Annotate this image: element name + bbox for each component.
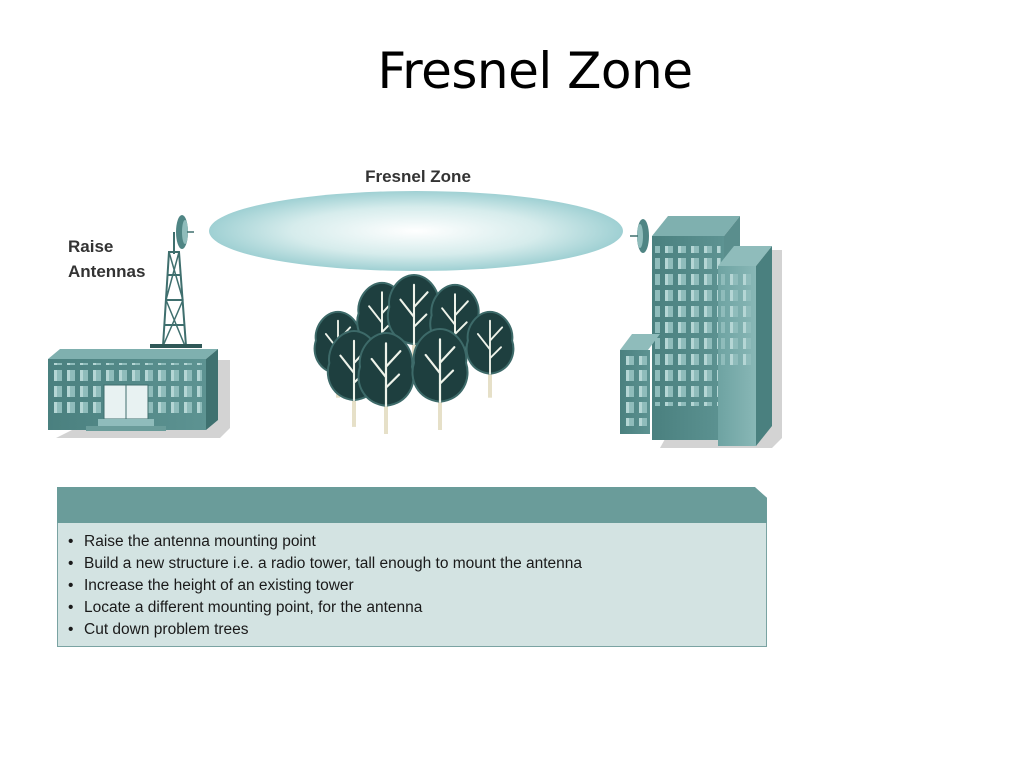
tree-icon bbox=[465, 310, 515, 398]
right-dish-antenna bbox=[630, 219, 649, 253]
panel-header bbox=[57, 487, 767, 523]
raise-antennas-label-line2: Antennas bbox=[68, 262, 145, 281]
solution-item: Increase the height of an existing tower bbox=[68, 575, 766, 597]
solution-item: Cut down problem trees bbox=[68, 619, 766, 641]
solution-item: Locate a different mounting point, for t… bbox=[68, 597, 766, 619]
solution-item: Raise the antenna mounting point bbox=[68, 531, 766, 553]
slide-title: Fresnel Zone bbox=[377, 42, 693, 100]
solution-item: Build a new structure i.e. a radio tower… bbox=[68, 553, 766, 575]
tree-icon bbox=[411, 327, 469, 430]
fresnel-zone-ellipse bbox=[209, 191, 623, 271]
right-buildings bbox=[620, 216, 782, 448]
solutions-list: Raise the antenna mounting point Build a… bbox=[58, 523, 766, 641]
radio-tower bbox=[150, 232, 202, 348]
left-building bbox=[48, 349, 230, 438]
solutions-panel: Raise the antenna mounting point Build a… bbox=[57, 487, 767, 648]
tree-icon bbox=[357, 331, 415, 434]
fresnel-zone-label: Fresnel Zone bbox=[365, 167, 471, 186]
left-dish-antenna bbox=[176, 215, 194, 249]
panel-body: Raise the antenna mounting point Build a… bbox=[57, 523, 767, 647]
raise-antennas-label-line1: Raise bbox=[68, 237, 113, 256]
trees bbox=[313, 273, 515, 434]
